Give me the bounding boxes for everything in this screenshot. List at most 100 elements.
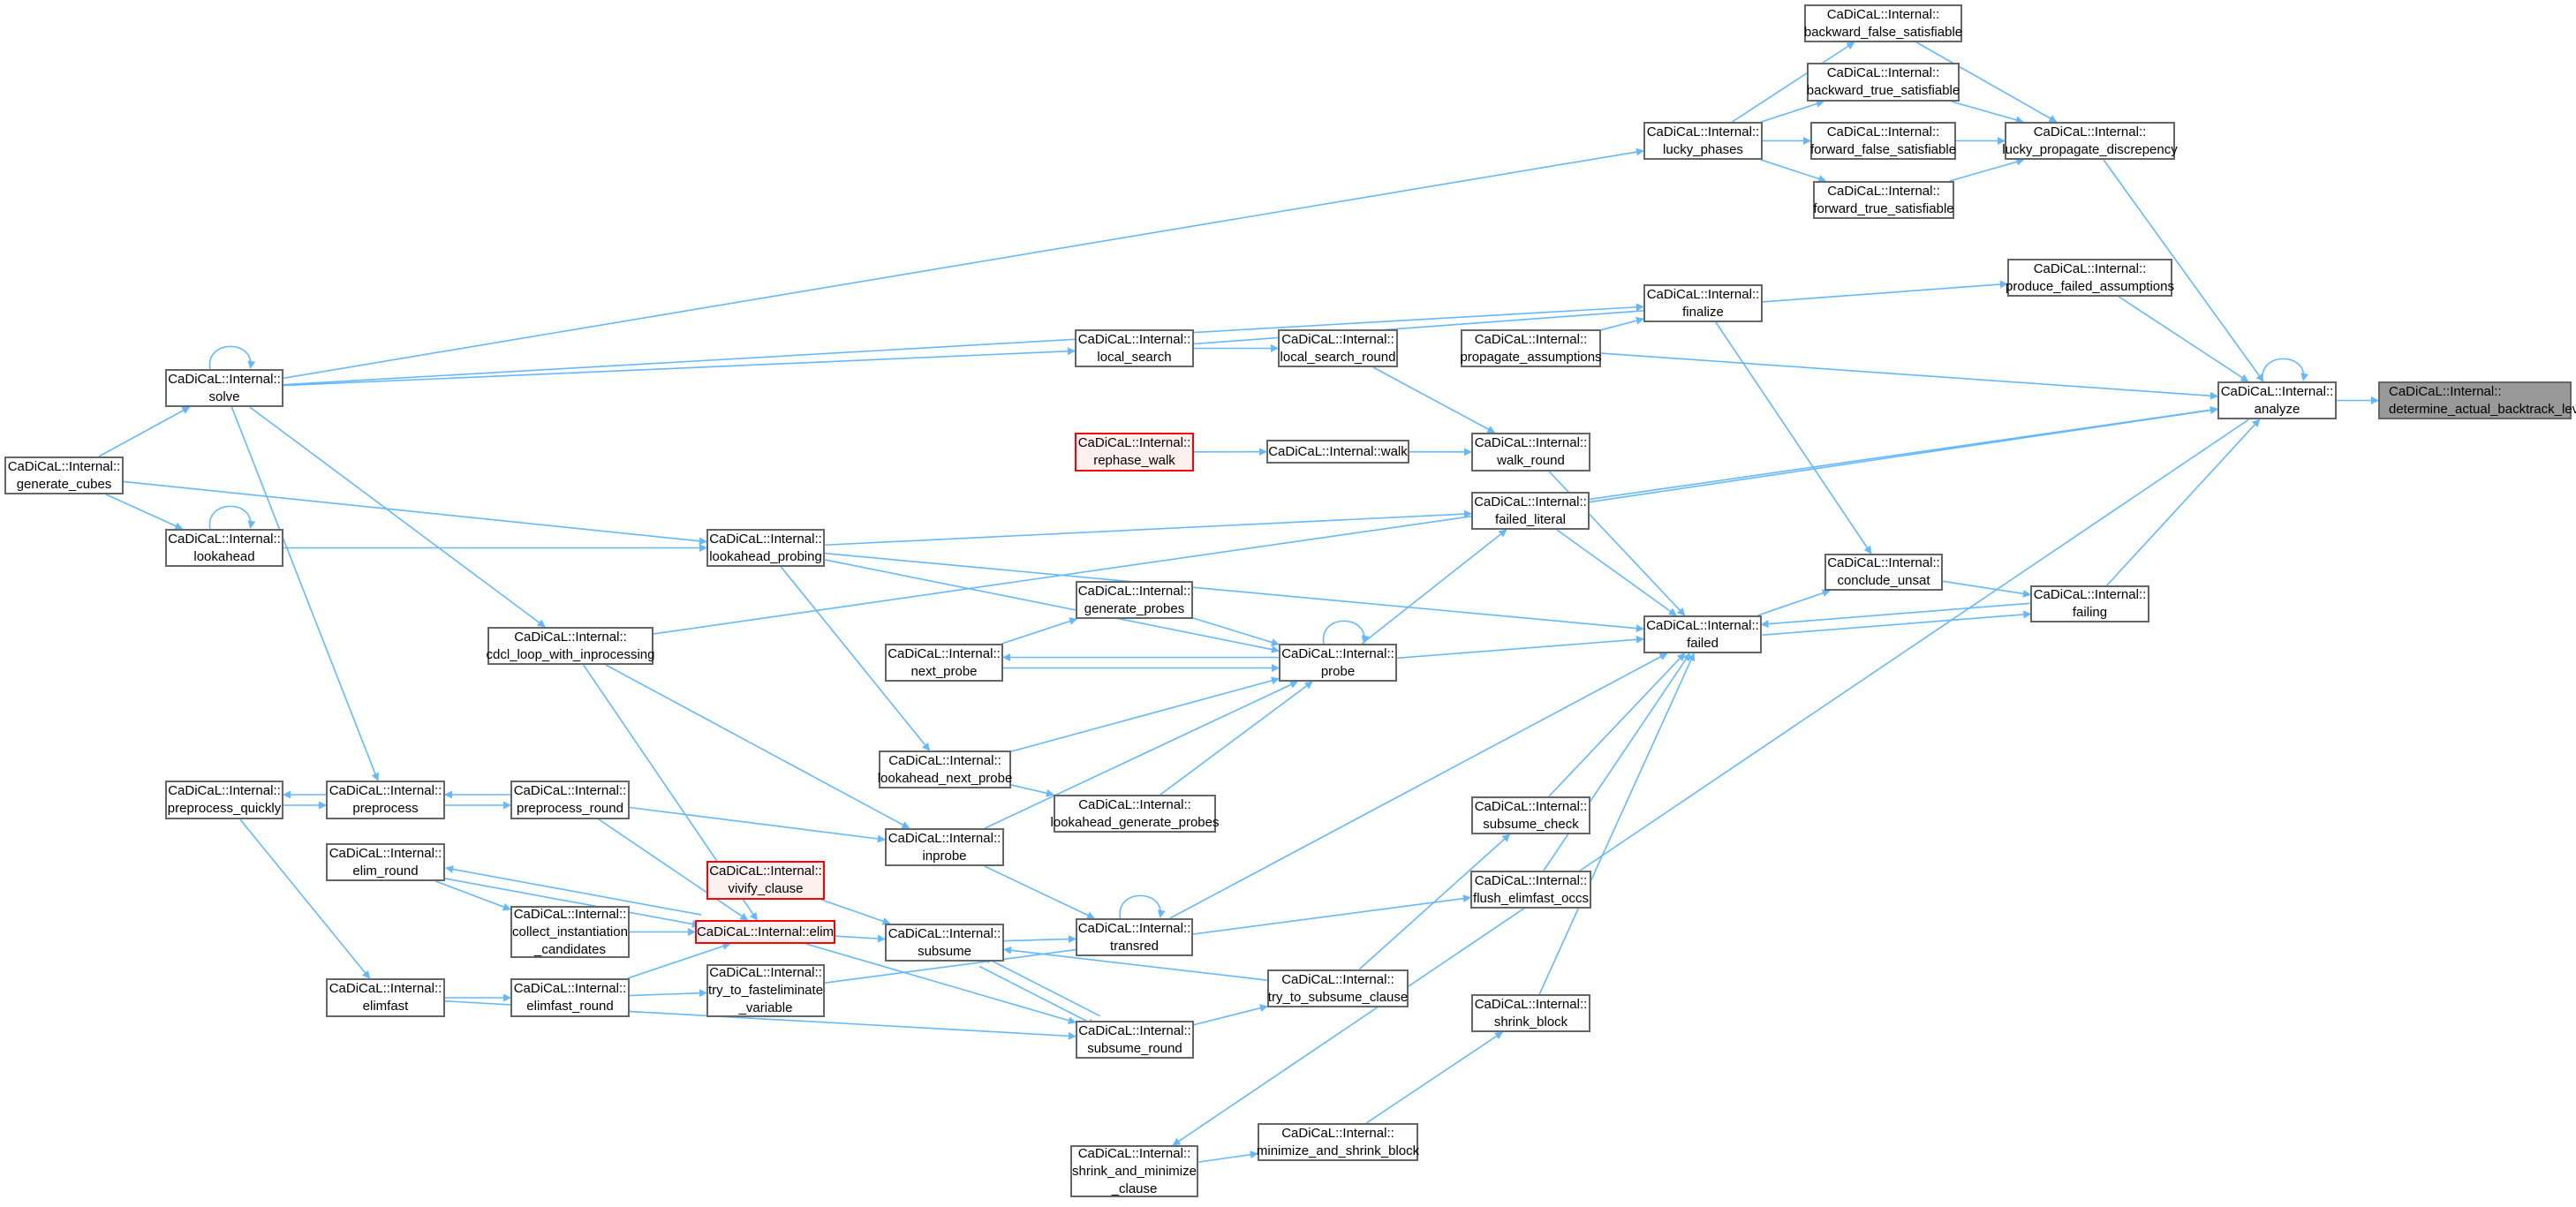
node-lucky-phases[interactable]: CaDiCaL::Internal::lucky_phases bbox=[1643, 122, 1763, 160]
edge-cdcl-to-inprobe bbox=[605, 664, 910, 829]
edge-vivify-clause-to-subsume bbox=[820, 899, 891, 925]
edge-elim-to-subsume bbox=[835, 934, 886, 943]
edge-solve-to-cdcl bbox=[249, 406, 546, 628]
node-inprobe[interactable]: CaDiCaL::Internal::inprobe bbox=[885, 828, 1004, 866]
node-failed-literal[interactable]: CaDiCaL::Internal::failed_literal bbox=[1471, 492, 1590, 530]
node-failing[interactable]: CaDiCaL::Internal::failing bbox=[2030, 585, 2149, 622]
node-label-line: CaDiCaL::Internal:: bbox=[168, 531, 281, 547]
edge-elim-to-elim-round bbox=[445, 865, 702, 916]
node-transred[interactable]: CaDiCaL::Internal::transred bbox=[1076, 918, 1193, 956]
node-cdcl[interactable]: CaDiCaL::Internal::cdcl_loop_with_inproc… bbox=[486, 627, 655, 665]
node-label-line: CaDiCaL::Internal::elim bbox=[696, 924, 835, 939]
edge-elimfast-round-to-try-to-fasteliminate bbox=[629, 989, 707, 998]
edge-solve-to-finalize bbox=[283, 303, 1644, 386]
node-analyze[interactable]: CaDiCaL::Internal::analyze bbox=[2217, 381, 2337, 419]
node-label-line: CaDiCaL::Internal:: bbox=[2389, 383, 2502, 399]
edge-lookahead-probing-to-failed-literal bbox=[824, 509, 1472, 547]
node-lucky-propagate[interactable]: CaDiCaL::Internal::lucky_propagate_discr… bbox=[2002, 122, 2178, 160]
node-shrink-and-minimize-clause[interactable]: CaDiCaL::Internal::shrink_and_minimize_c… bbox=[1070, 1145, 1198, 1197]
edge-elim-round-to-collect bbox=[435, 880, 511, 911]
node-probe[interactable]: CaDiCaL::Internal::probe bbox=[1279, 644, 1397, 682]
edge-propagate-assumptions-to-analyze bbox=[1600, 352, 2218, 400]
node-label-line: CaDiCaL::Internal:: bbox=[513, 783, 627, 798]
edge-failed-to-conclude-unsat bbox=[1757, 589, 1831, 616]
node-label-line: backward_true_satisfiable bbox=[1806, 83, 1960, 98]
node-label-line: CaDiCaL::Internal:: bbox=[1077, 920, 1191, 936]
edge-inprobe-to-transred bbox=[984, 865, 1095, 919]
node-label-line: CaDiCaL::Internal:: bbox=[1646, 617, 1759, 633]
edge-lucky-propagate-to-analyze bbox=[2103, 159, 2264, 382]
node-elimfast[interactable]: CaDiCaL::Internal::elimfast bbox=[326, 978, 445, 1017]
edge-forward-true-to-lucky-propagate bbox=[1949, 157, 2025, 182]
node-label-line: determine_actual_backtrack_level bbox=[2389, 401, 2576, 417]
edge-probe-to-failed bbox=[1396, 635, 1644, 660]
node-try-to-fasteliminate[interactable]: CaDiCaL::Internal::try_to_fasteliminate_… bbox=[706, 964, 825, 1017]
node-label-line: subsume bbox=[918, 943, 971, 959]
node-lookahead-next-probe[interactable]: CaDiCaL::Internal::lookahead_next_probe bbox=[877, 751, 1013, 788]
edge-failed-to-failing bbox=[1762, 610, 2032, 637]
node-label-line: forward_true_satisfiable bbox=[1813, 200, 1954, 216]
node-elim-round[interactable]: CaDiCaL::Internal::elim_round bbox=[326, 843, 445, 881]
node-lookahead-generate-probes[interactable]: CaDiCaL::Internal::lookahead_generate_pr… bbox=[1051, 795, 1220, 833]
node-generate-probes[interactable]: CaDiCaL::Internal::generate_probes bbox=[1076, 581, 1193, 619]
node-produce-failed[interactable]: CaDiCaL::Internal::produce_failed_assump… bbox=[2006, 259, 2174, 297]
node-walk[interactable]: CaDiCaL::Internal::walk bbox=[1266, 440, 1409, 464]
node-label-line: CaDiCaL::Internal:: bbox=[1826, 65, 1940, 80]
node-label-line: CaDiCaL::Internal:: bbox=[514, 629, 627, 645]
node-label-line: shrink_and_minimize bbox=[1072, 1163, 1197, 1179]
node-preprocess-round[interactable]: CaDiCaL::Internal::preprocess_round bbox=[510, 781, 630, 819]
edge-try-to-subsume-clause-to-subsume bbox=[1003, 946, 1268, 981]
edge-generate-cubes-to-lookahead bbox=[105, 494, 184, 530]
node-subsume[interactable]: CaDiCaL::Internal::subsume bbox=[885, 924, 1004, 962]
edge-solve-to-solve bbox=[208, 345, 256, 370]
node-finalize[interactable]: CaDiCaL::Internal::finalize bbox=[1643, 284, 1763, 322]
node-lookahead[interactable]: CaDiCaL::Internal::lookahead bbox=[165, 529, 283, 567]
node-label-line: flush_elimfast_occs bbox=[1473, 890, 1589, 906]
node-next-probe[interactable]: CaDiCaL::Internal::next_probe bbox=[885, 644, 1003, 682]
node-label-line: local_search bbox=[1097, 349, 1172, 365]
edge-shrink-block-to-failed bbox=[1538, 653, 1696, 995]
node-subsume-check[interactable]: CaDiCaL::Internal::subsume_check bbox=[1471, 796, 1590, 834]
node-walk-round[interactable]: CaDiCaL::Internal::walk_round bbox=[1471, 433, 1590, 471]
node-forward-false[interactable]: CaDiCaL::Internal::forward_false_satisfi… bbox=[1810, 122, 1956, 160]
node-label-line: cdcl_loop_with_inprocessing bbox=[486, 646, 655, 662]
node-flush-elimfast-occs[interactable]: CaDiCaL::Internal::flush_elimfast_occs bbox=[1470, 871, 1591, 909]
node-local-search-round[interactable]: CaDiCaL::Internal::local_search_round bbox=[1278, 329, 1398, 367]
node-label-line: shrink_block bbox=[1493, 1014, 1568, 1030]
node-lookahead-probing[interactable]: CaDiCaL::Internal::lookahead_probing bbox=[706, 529, 825, 567]
node-label-line: CaDiCaL::Internal:: bbox=[329, 783, 442, 798]
node-label-line: failing bbox=[2072, 605, 2108, 620]
edge-failed-literal-to-failed bbox=[1556, 529, 1677, 616]
edge-preprocess-round-to-elim bbox=[598, 818, 749, 921]
node-rephase-walk[interactable]: CaDiCaL::Internal::rephase_walk bbox=[1075, 433, 1194, 471]
node-forward-true[interactable]: CaDiCaL::Internal::forward_true_satisfia… bbox=[1813, 181, 1954, 219]
node-backward-true[interactable]: CaDiCaL::Internal::backward_true_satisfi… bbox=[1807, 63, 1960, 102]
node-generate-cubes[interactable]: CaDiCaL::Internal::generate_cubes bbox=[4, 456, 124, 494]
node-collect[interactable]: CaDiCaL::Internal::collect_instantiation… bbox=[510, 906, 630, 958]
node-local-search[interactable]: CaDiCaL::Internal::local_search bbox=[1075, 329, 1194, 367]
edge-lookahead-probing-to-failed bbox=[824, 552, 1644, 633]
node-elimfast-round[interactable]: CaDiCaL::Internal::elimfast_round bbox=[510, 978, 630, 1017]
node-elim[interactable]: CaDiCaL::Internal::elim bbox=[695, 920, 835, 944]
node-preprocess-quickly[interactable]: CaDiCaL::Internal::preprocess_quickly bbox=[165, 781, 283, 819]
node-shrink-block[interactable]: CaDiCaL::Internal::shrink_block bbox=[1471, 994, 1590, 1032]
node-label-line: CaDiCaL::Internal:: bbox=[1474, 494, 1587, 509]
node-failed[interactable]: CaDiCaL::Internal::failed bbox=[1643, 615, 1762, 653]
node-subsume-round[interactable]: CaDiCaL::Internal::subsume_round bbox=[1076, 1021, 1194, 1059]
node-label-line: lookahead_next_probe bbox=[877, 770, 1013, 786]
node-label-line: CaDiCaL::Internal:: bbox=[513, 981, 627, 996]
edge-propagate-assumptions-to-finalize bbox=[1600, 316, 1644, 331]
node-label-line: lucky_propagate_discrepency bbox=[2002, 141, 2178, 157]
node-label-line: lookahead bbox=[193, 548, 255, 564]
node-conclude-unsat[interactable]: CaDiCaL::Internal::conclude_unsat bbox=[1824, 554, 1943, 591]
node-label-line: generate_probes bbox=[1084, 600, 1185, 616]
node-propagate-assumptions[interactable]: CaDiCaL::Internal::propagate_assumptions bbox=[1460, 329, 1602, 367]
node-minimize-and-shrink-block[interactable]: CaDiCaL::Internal::minimize_and_shrink_b… bbox=[1257, 1123, 1419, 1161]
node-solve[interactable]: CaDiCaL::Internal::solve bbox=[165, 369, 283, 407]
node-vivify-clause[interactable]: CaDiCaL::Internal::vivify_clause bbox=[706, 861, 825, 900]
edge-lookahead-probing-to-lookahead-next-probe bbox=[780, 566, 931, 751]
node-label-line: CaDiCaL::Internal:: bbox=[513, 906, 627, 922]
node-backward-false[interactable]: CaDiCaL::Internal::backward_false_satisf… bbox=[1804, 4, 1962, 42]
node-preprocess[interactable]: CaDiCaL::Internal::preprocess bbox=[326, 781, 445, 819]
node-try-to-subsume-clause[interactable]: CaDiCaL::Internal::try_to_subsume_clause bbox=[1267, 969, 1409, 1007]
